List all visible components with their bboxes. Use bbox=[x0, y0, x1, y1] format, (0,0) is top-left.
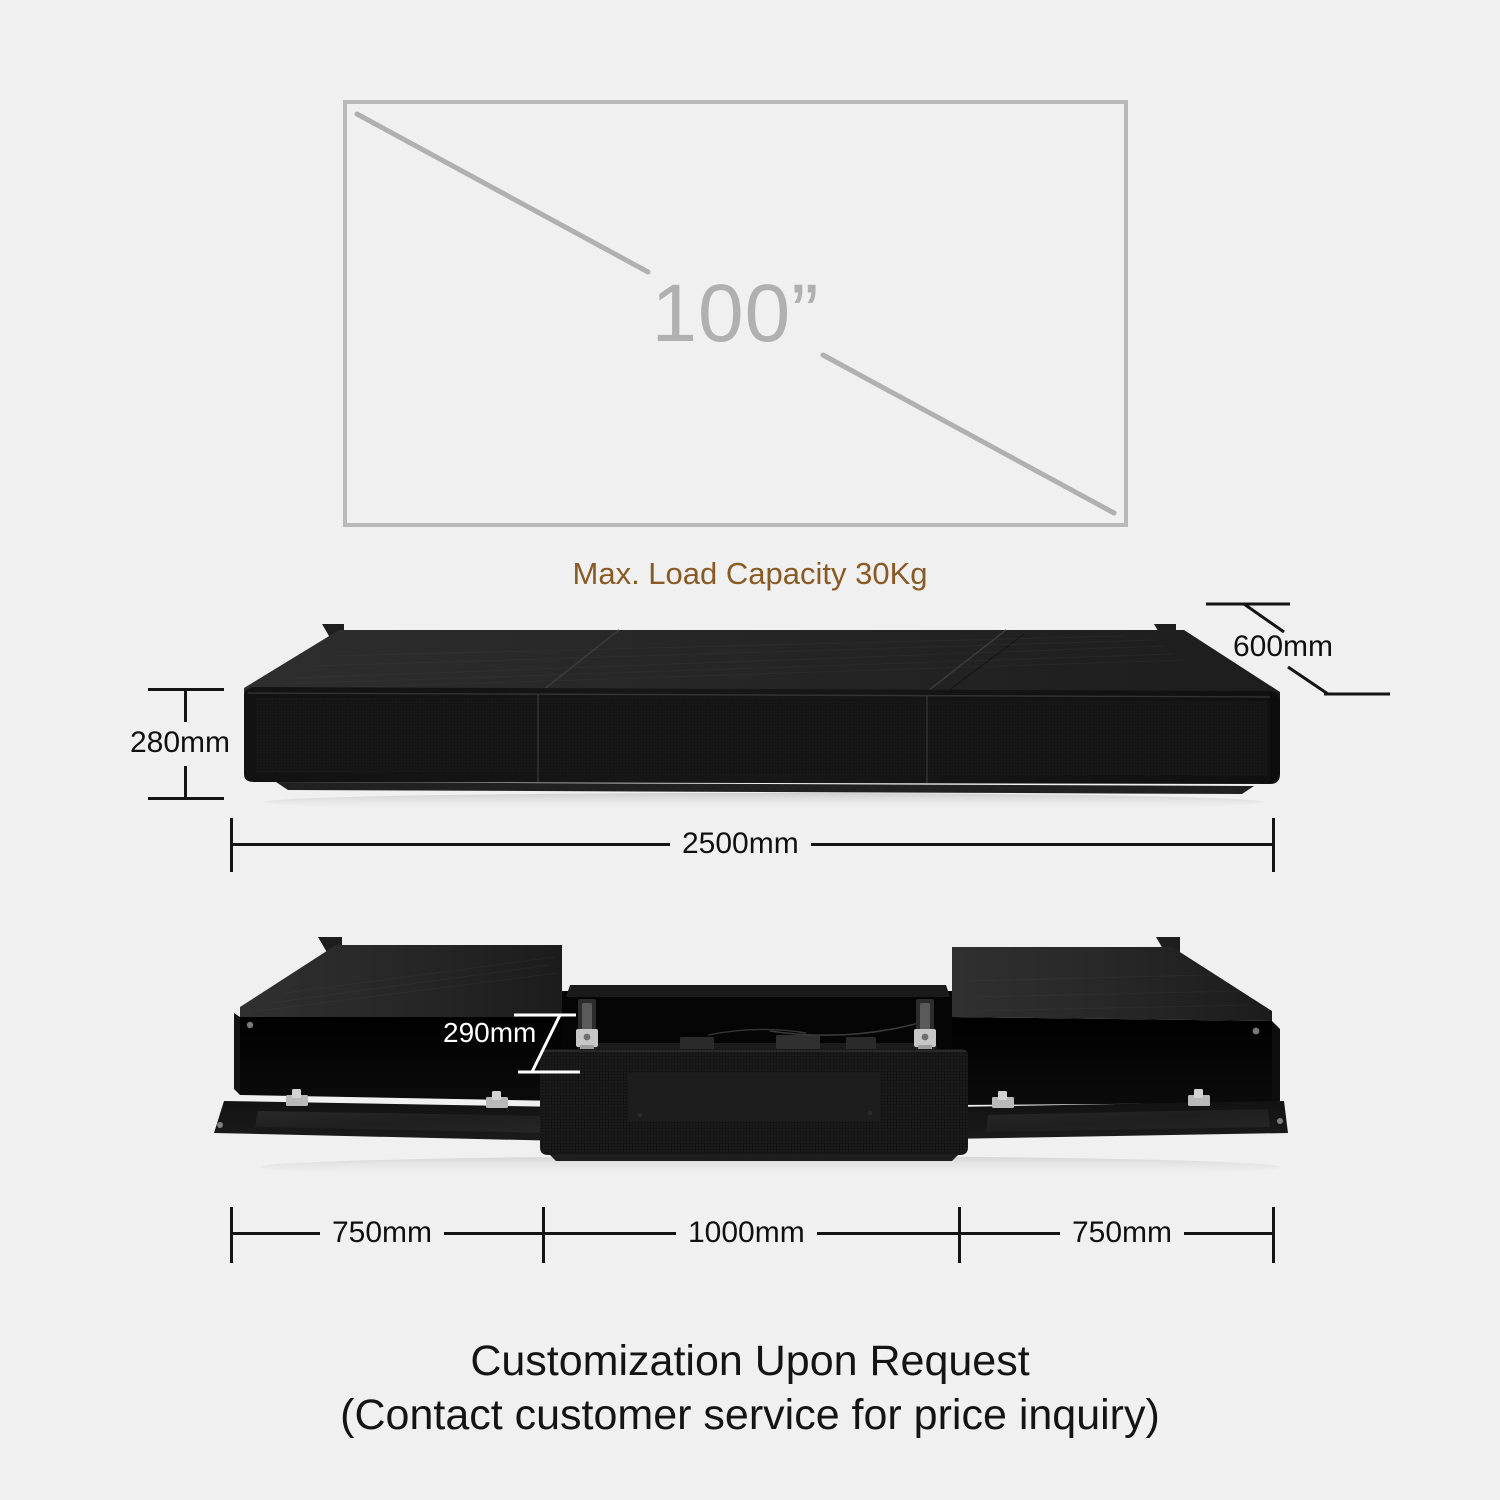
interior-height-dimension-label: 290mm bbox=[443, 1017, 537, 1048]
caption-line-2: (Contact customer service for price inqu… bbox=[340, 1391, 1160, 1440]
segment-center-label: 1000mm bbox=[676, 1218, 817, 1248]
height-dimension-label: 280mm bbox=[118, 728, 243, 758]
tv-size-label: 100” bbox=[651, 267, 820, 359]
tv-screen-outline bbox=[343, 100, 1128, 527]
segment-right-label: 750mm bbox=[1060, 1218, 1185, 1248]
tv-cabinet-open-image bbox=[214, 937, 1288, 1178]
tv-diagonal-line bbox=[354, 111, 1117, 516]
segment-left-label: 750mm bbox=[320, 1218, 445, 1248]
tv-cabinet-closed-image bbox=[244, 624, 1280, 811]
caption-line-1: Customization Upon Request bbox=[470, 1337, 1030, 1385]
depth-dimension-rule bbox=[1206, 602, 1390, 696]
interior-height-dimension-rule bbox=[514, 1013, 580, 1074]
max-load-capacity-label: Max. Load Capacity 30Kg bbox=[572, 556, 928, 591]
customization-caption: Customization Upon Request (Contact cust… bbox=[0, 1334, 1500, 1442]
depth-dimension-label: 600mm bbox=[1233, 630, 1334, 663]
width-dimension-label: 2500mm bbox=[670, 829, 811, 859]
